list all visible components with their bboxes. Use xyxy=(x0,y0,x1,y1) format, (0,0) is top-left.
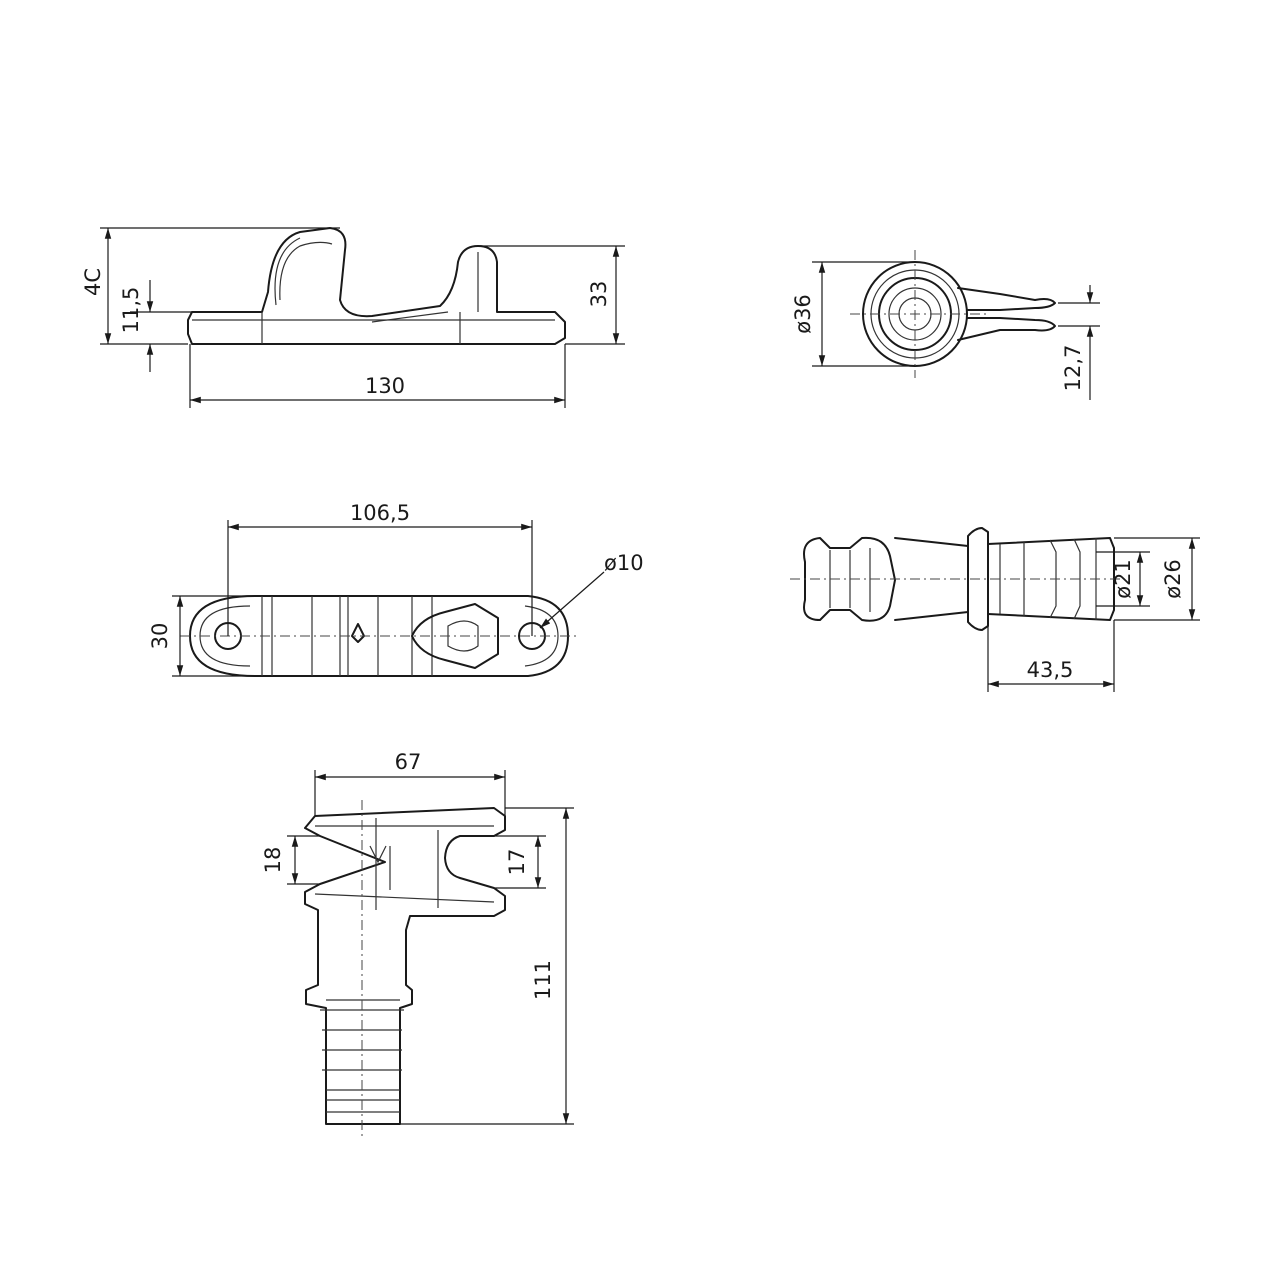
side-view-dimensions: 4C 11,5 33 130 xyxy=(81,227,625,408)
top-view xyxy=(180,595,580,677)
dim-vert-slot-right: 17 xyxy=(505,849,529,876)
dim-plug-length: 43,5 xyxy=(1027,658,1074,682)
dim-side-base-height: 11,5 xyxy=(119,287,143,334)
dim-top-width: 30 xyxy=(148,623,172,650)
dim-plug-diameter-inner: ø21 xyxy=(1111,559,1135,599)
top-view-dimensions: 106,5 30 ø10 xyxy=(148,501,644,677)
dim-side-horn-height: 33 xyxy=(587,281,611,308)
plug-view-dimensions: ø21 ø26 43,5 xyxy=(987,537,1200,692)
end-view-dimensions: ø36 12,7 xyxy=(791,261,1100,400)
dim-plug-diameter-outer: ø26 xyxy=(1161,559,1185,599)
vertical-view-dimensions: 67 18 17 111 xyxy=(261,750,574,1125)
plug-view xyxy=(790,527,1125,631)
vertical-view xyxy=(304,800,506,1140)
dim-top-hole-diameter: ø10 xyxy=(604,551,644,575)
dim-vert-slot-left: 18 xyxy=(261,847,285,874)
dim-end-diameter: ø36 xyxy=(791,294,815,334)
end-view xyxy=(850,250,1056,378)
dim-side-length: 130 xyxy=(365,374,405,398)
dim-vert-height: 111 xyxy=(531,960,555,1000)
dim-side-height-total: 4C xyxy=(81,268,105,296)
side-view xyxy=(187,227,566,345)
dim-vert-width: 67 xyxy=(395,750,422,774)
dim-end-offset: 12,7 xyxy=(1061,345,1085,392)
dim-top-hole-spacing: 106,5 xyxy=(350,501,410,525)
